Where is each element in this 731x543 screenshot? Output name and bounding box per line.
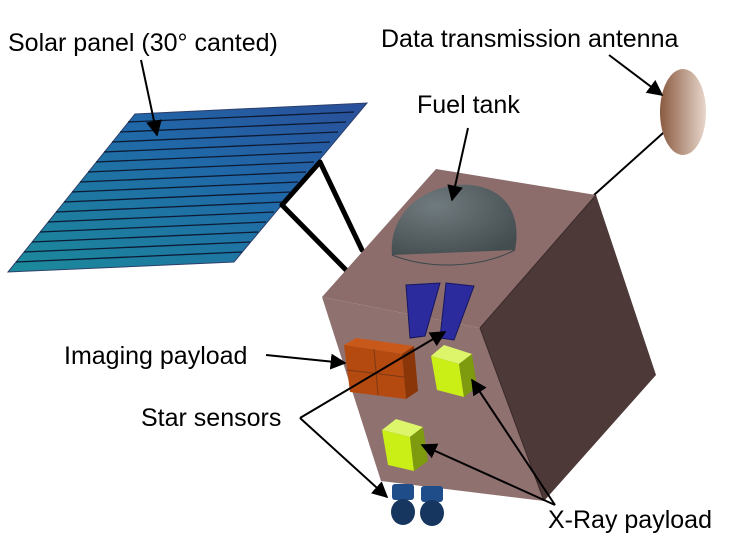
label-fuel-tank: Fuel tank — [417, 91, 520, 119]
arrow-antenna — [608, 54, 664, 96]
star-sensor-right — [439, 282, 475, 341]
body-side-face — [480, 195, 656, 501]
arrow-imaging-payload — [265, 353, 347, 370]
star-sensor-left — [405, 282, 441, 339]
arrow-xray-lower — [420, 443, 556, 506]
solar-panel-cells — [15, 111, 355, 263]
label-antenna: Data transmission antenna — [381, 25, 679, 53]
arrow-star-sensor-lower — [299, 417, 389, 499]
arrow-xray-upper — [471, 378, 556, 506]
thrusters — [391, 484, 444, 526]
star-sensors — [405, 282, 475, 341]
xray-payload-lower — [382, 419, 428, 471]
antenna-boom — [593, 124, 673, 196]
label-imaging-payload: Imaging payload — [64, 342, 248, 370]
label-solar-panel: Solar panel (30° canted) — [8, 29, 278, 57]
arrow-fuel-tank — [447, 127, 469, 202]
imaging-payload — [344, 338, 418, 399]
antenna-dish — [660, 69, 706, 155]
label-star-sensors: Star sensors — [141, 404, 282, 432]
arrow-star-sensor-upper — [299, 331, 447, 419]
arrow-solar-panel — [140, 59, 162, 137]
solar-panel-struts — [279, 159, 365, 273]
solar-panel — [6, 102, 369, 273]
label-xray-payload: X-Ray payload — [548, 506, 712, 534]
fuel-tank — [391, 184, 517, 266]
pointer-arrows — [140, 54, 664, 506]
